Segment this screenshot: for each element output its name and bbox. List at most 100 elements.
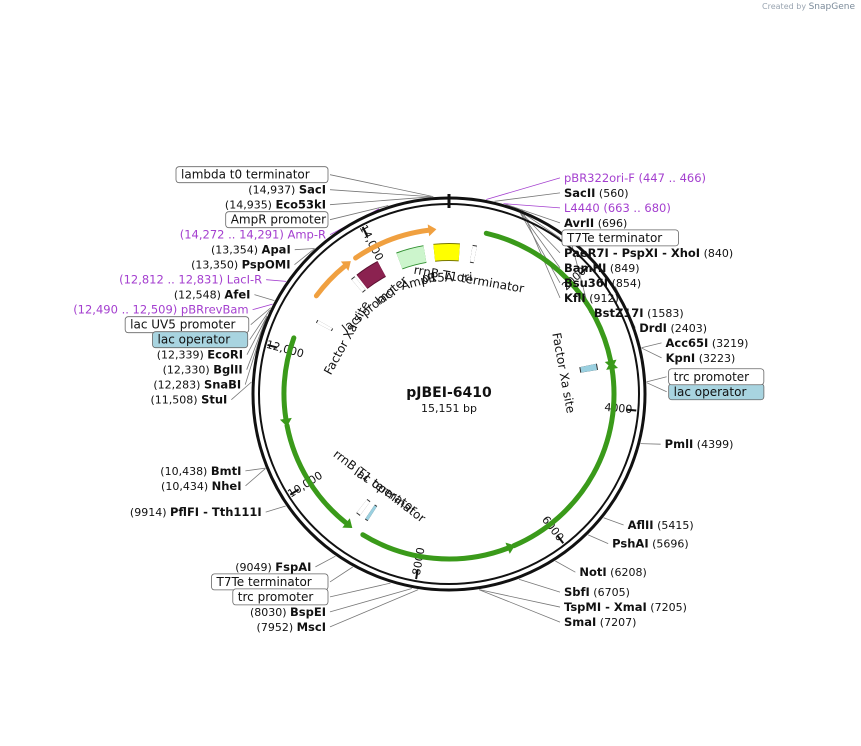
site-aflii[interactable]: AflII (5415) xyxy=(628,518,694,532)
label-group[interactable]: AflII (5415) xyxy=(628,518,694,532)
label-group[interactable]: (10,438) BmtI xyxy=(160,464,241,478)
leader-line xyxy=(486,177,561,200)
label-group[interactable]: KflI (912) xyxy=(564,291,619,305)
label-group[interactable]: DrdI (2403) xyxy=(639,321,707,335)
site-pshai[interactable]: PshAI (5696) xyxy=(612,537,689,551)
label-group[interactable]: (9914) PflFI - Tth111I xyxy=(130,505,262,519)
site-sbfi[interactable]: SbfI (6705) xyxy=(564,585,630,599)
site-acc65i[interactable]: Acc65I (3219) xyxy=(666,336,749,350)
site-drdi[interactable]: DrdI (2403) xyxy=(639,321,707,335)
label-group[interactable]: BstZ17I (1583) xyxy=(594,306,684,320)
site-pspomi[interactable]: (13,350) PspOMI xyxy=(191,258,290,272)
label-group[interactable]: PaeR7I - PspXI - XhoI (840) xyxy=(564,246,733,260)
site-tspmi[interactable]: TspMI - XmaI (7205) xyxy=(564,600,687,614)
site-msci[interactable]: (7952) MscI xyxy=(257,620,326,634)
boxed-label-t7te-terminator[interactable]: T7Te terminator xyxy=(566,231,662,245)
label-group[interactable]: (12,339) EcoRI xyxy=(157,348,243,362)
site-kfli[interactable]: KflI (912) xyxy=(564,291,619,305)
boxed-label-lac-operator[interactable]: lac operator xyxy=(158,333,231,347)
label-group[interactable]: SmaI (7207) xyxy=(564,615,636,629)
site-paer7i[interactable]: PaeR7I - PspXI - XhoI (840) xyxy=(564,246,733,260)
boxed-label-bg xyxy=(152,331,249,349)
site-bstz17i[interactable]: BstZ17I (1583) xyxy=(594,306,684,320)
label-group[interactable]: (12,812 .. 12,831) LacI-R xyxy=(119,273,262,287)
label-group[interactable]: (10,434) NheI xyxy=(161,479,241,493)
label-group[interactable]: KpnI (3223) xyxy=(666,351,736,365)
label-group[interactable]: (12,330) BglII xyxy=(163,363,243,377)
site-saci[interactable]: (14,937) SacI xyxy=(248,183,326,197)
site-bamhi[interactable]: BamHI (849) xyxy=(564,261,640,275)
boxed-label-trc-promoter[interactable]: trc promoter xyxy=(674,370,750,384)
site-pflfi[interactable]: (9914) PflFI - Tth111I xyxy=(130,505,262,519)
site-snabi[interactable]: (12,283) SnaBI xyxy=(153,378,241,392)
tick-label: 12,000 xyxy=(265,338,306,361)
primer-pbr322ori-f[interactable]: pBR322ori-F (447 .. 466) xyxy=(564,171,706,185)
label-group[interactable]: (12,548) AfeI xyxy=(174,288,251,302)
boxed-label-ampr-promoter[interactable]: AmpR promoter xyxy=(231,213,326,227)
site-labels[interactable]: (14,937) SacI(14,935) Eco53kI SacII (560)… xyxy=(73,166,765,634)
label-group[interactable]: trc promoter xyxy=(232,588,329,606)
leader-line xyxy=(329,189,432,198)
site-afei[interactable]: (12,548) AfeI xyxy=(174,288,251,302)
label-group[interactable]: PshAI (5696) xyxy=(612,537,689,551)
site-sacii[interactable]: SacII (560) xyxy=(564,186,629,200)
label-group[interactable]: (14,272 .. 14,291) Amp-R xyxy=(180,228,326,242)
label-group[interactable]: NotI (6208) xyxy=(579,565,646,579)
label-group[interactable]: lac operator xyxy=(152,331,249,349)
site-noti[interactable]: NotI (6208) xyxy=(579,565,646,579)
label-group[interactable]: L4440 (663 .. 680) xyxy=(564,201,671,215)
label-group[interactable]: (7952) MscI xyxy=(257,620,326,634)
label-group[interactable]: trc promoter xyxy=(668,368,765,386)
feature-label: rrnB T1 terminator xyxy=(413,263,525,296)
label-group[interactable]: (12,283) SnaBI xyxy=(153,378,241,392)
label-group[interactable]: lac UV5 promoter xyxy=(124,316,250,334)
boxed-label-lac-uv5-promoter[interactable]: lac UV5 promoter xyxy=(130,318,235,332)
primer-pbrrevbam[interactable]: (12,490 .. 12,509) pBRrevBam xyxy=(73,303,248,317)
boxed-label-lambda-t0-terminator[interactable]: lambda t0 terminator xyxy=(181,168,310,182)
label-group[interactable]: lac operator xyxy=(668,383,765,401)
tick-mark xyxy=(267,343,278,349)
site-ecori[interactable]: (12,339) EcoRI xyxy=(157,348,243,362)
label-group[interactable]: lambda t0 terminator xyxy=(175,166,329,184)
boxed-label-t7te-terminator[interactable]: T7Te terminator xyxy=(216,575,312,589)
site-smai[interactable]: SmaI (7207) xyxy=(564,615,636,629)
site-kpni[interactable]: KpnI (3223) xyxy=(666,351,736,365)
label-group[interactable]: T7Te terminator xyxy=(211,573,329,591)
site-bspei[interactable]: (8030) BspEI xyxy=(250,605,326,619)
label-group[interactable]: T7Te terminator xyxy=(561,229,679,247)
label-group[interactable]: AvrII (696) xyxy=(564,216,627,230)
label-group[interactable]: (9049) FspAI xyxy=(235,560,311,574)
label-group[interactable]: (11,508) StuI xyxy=(151,393,228,407)
label-group[interactable]: SbfI (6705) xyxy=(564,585,630,599)
site-eco53ki[interactable]: (14,935) Eco53kI xyxy=(225,198,326,212)
primer-amp-r[interactable]: (14,272 .. 14,291) Amp-R xyxy=(180,228,326,242)
primer-l4440[interactable]: L4440 (663 .. 680) xyxy=(564,201,671,215)
label-group[interactable]: (14,935) Eco53kI xyxy=(225,198,326,212)
plasmid-name: pJBEI-6410 xyxy=(406,385,492,401)
label-group[interactable]: (13,354) ApaI xyxy=(211,243,291,257)
site-fspai[interactable]: (9049) FspAI xyxy=(235,560,311,574)
site-nhei[interactable]: (10,434) NheI xyxy=(161,479,241,493)
label-group[interactable]: pBR322ori-F (447 .. 466) xyxy=(564,171,706,185)
label-group[interactable]: Acc65I (3219) xyxy=(666,336,749,350)
label-group[interactable]: TspMI - XmaI (7205) xyxy=(564,600,687,614)
site-apai[interactable]: (13,354) ApaI xyxy=(211,243,291,257)
boxed-label-lac-operator[interactable]: lac operator xyxy=(674,385,747,399)
boxed-label-trc-promoter[interactable]: trc promoter xyxy=(238,590,314,604)
label-group[interactable]: BamHI (849) xyxy=(564,261,640,275)
site-bsu36i[interactable]: Bsu36I (854) xyxy=(564,276,641,290)
site-avrii[interactable]: AvrII (696) xyxy=(564,216,627,230)
label-group[interactable]: (14,937) SacI xyxy=(248,183,326,197)
site-stui[interactable]: (11,508) StuI xyxy=(151,393,228,407)
label-group[interactable]: SacII (560) xyxy=(564,186,629,200)
label-group[interactable]: Bsu36I (854) xyxy=(564,276,641,290)
primer-laci-r[interactable]: (12,812 .. 12,831) LacI-R xyxy=(119,273,262,287)
label-group[interactable]: AmpR promoter xyxy=(225,211,329,229)
site-bglii[interactable]: (12,330) BglII xyxy=(163,363,243,377)
label-group[interactable]: (8030) BspEI xyxy=(250,605,326,619)
label-group[interactable]: PmlI (4399) xyxy=(665,437,734,451)
site-pmli[interactable]: PmlI (4399) xyxy=(665,437,734,451)
label-group[interactable]: (12,490 .. 12,509) pBRrevBam xyxy=(73,303,248,317)
site-bmti[interactable]: (10,438) BmtI xyxy=(160,464,241,478)
label-group[interactable]: (13,350) PspOMI xyxy=(191,258,290,272)
